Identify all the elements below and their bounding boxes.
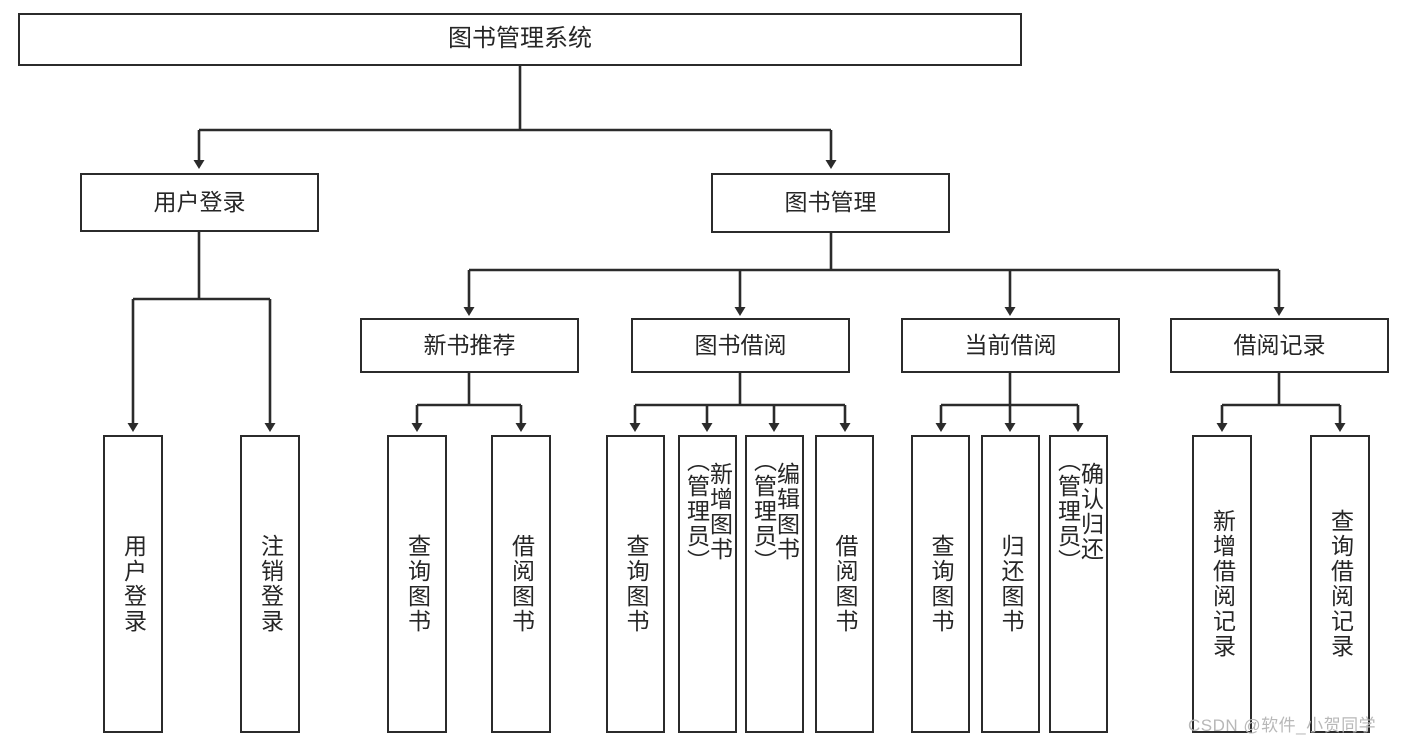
- node-label: 图书借阅: [694, 331, 787, 358]
- leaf-confirm-return-admin[interactable]: 确认归还 （管理员）: [1049, 435, 1108, 733]
- node-label: 借阅图书: [832, 534, 858, 634]
- node-label: 借阅图书: [508, 534, 535, 634]
- node-borrow-record[interactable]: 借阅记录: [1170, 318, 1389, 373]
- node-label: 归还图书: [998, 534, 1024, 634]
- node-current-borrow[interactable]: 当前借阅: [901, 318, 1120, 373]
- node-root-system[interactable]: 图书管理系统: [18, 13, 1022, 66]
- leaf-query-book-borrow[interactable]: 查询图书: [606, 435, 665, 733]
- node-label: 图书管理系统: [448, 25, 592, 53]
- node-label: 查询图书: [623, 534, 649, 634]
- node-label: 新书推荐: [423, 331, 516, 358]
- node-new-book-recommend[interactable]: 新书推荐: [360, 318, 579, 373]
- node-label: 用户登录: [153, 188, 246, 215]
- leaf-add-borrow-record[interactable]: 新增借阅记录: [1192, 435, 1252, 733]
- leaf-logout[interactable]: 注销登录: [240, 435, 300, 733]
- node-label: 编辑图书 （管理员）: [750, 449, 800, 574]
- node-label: 当前借阅: [964, 331, 1057, 358]
- node-label: 用户登录: [120, 534, 147, 634]
- node-user-login[interactable]: 用户登录: [80, 173, 319, 232]
- csdn-watermark: CSDN @软件_小贺同学: [1188, 716, 1377, 735]
- node-label: 借阅记录: [1233, 331, 1326, 358]
- leaf-query-book-current[interactable]: 查询图书: [911, 435, 970, 733]
- node-label: 新增借阅记录: [1209, 509, 1236, 659]
- node-label: 新增图书 （管理员）: [683, 449, 733, 574]
- leaf-query-book-rec[interactable]: 查询图书: [387, 435, 447, 733]
- leaf-add-book-admin[interactable]: 新增图书 （管理员）: [678, 435, 737, 733]
- node-label: 确认归还 （管理员）: [1054, 449, 1104, 574]
- leaf-borrow-book[interactable]: 借阅图书: [815, 435, 874, 733]
- node-label: 查询图书: [404, 534, 431, 634]
- leaf-borrow-book-rec[interactable]: 借阅图书: [491, 435, 551, 733]
- node-label: 图书管理: [784, 189, 877, 216]
- leaf-user-login[interactable]: 用户登录: [103, 435, 163, 733]
- node-label: 注销登录: [257, 534, 284, 634]
- node-book-management[interactable]: 图书管理: [711, 173, 950, 233]
- node-label: 查询借阅记录: [1327, 509, 1354, 659]
- leaf-return-book[interactable]: 归还图书: [981, 435, 1040, 733]
- node-book-borrow[interactable]: 图书借阅: [631, 318, 850, 373]
- leaf-edit-book-admin[interactable]: 编辑图书 （管理员）: [745, 435, 804, 733]
- leaf-query-borrow-record[interactable]: 查询借阅记录: [1310, 435, 1370, 733]
- node-label: 查询图书: [928, 534, 954, 634]
